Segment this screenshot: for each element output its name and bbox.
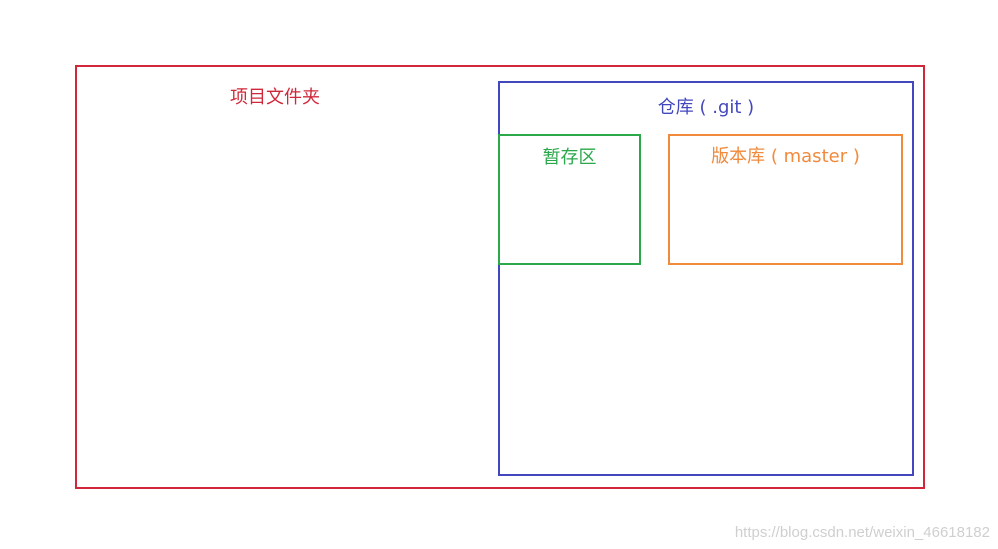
staging-area-label: 暂存区 (542, 147, 597, 168)
watermark-text: https://blog.csdn.net/weixin_46618182 (734, 524, 990, 541)
repository-label: 仓库 ( .git ) (657, 97, 755, 118)
version-db-label: 版本库 ( master ) (711, 146, 860, 167)
staging-area-box: 暂存区 (498, 134, 641, 265)
project-folder-label: 项目文件夹 (230, 87, 320, 108)
version-db-box: 版本库 ( master ) (668, 134, 903, 265)
project-folder-box: 项目文件夹 (75, 65, 925, 489)
repository-box: 仓库 ( .git ) (498, 81, 914, 476)
